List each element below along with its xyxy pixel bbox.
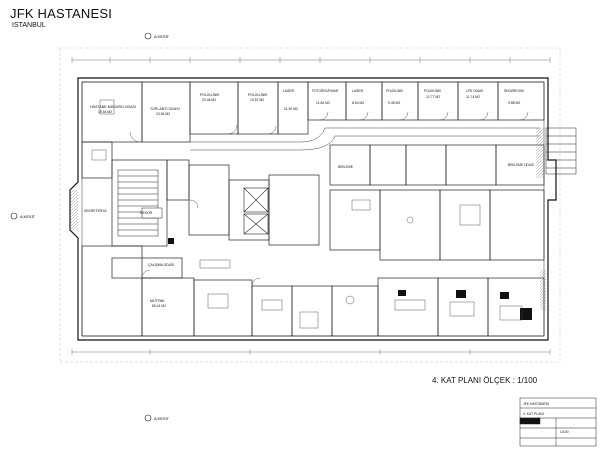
section-mark-bottom-label: A KESIT bbox=[154, 416, 170, 421]
equipment-dark bbox=[168, 238, 532, 320]
section-mark-top: A KESIT bbox=[144, 32, 170, 40]
section-mark-bottom: A KESIT bbox=[144, 414, 170, 422]
room-label: BEKLEME ODASI bbox=[508, 163, 534, 167]
room-area: 8.60 M2 bbox=[352, 101, 364, 105]
page-title: JFK HASTANESI bbox=[10, 6, 113, 21]
middle-room-walls bbox=[81, 141, 545, 261]
dimension-line-bottom bbox=[71, 349, 551, 355]
lower-room-walls bbox=[81, 245, 545, 337]
room-label: TOPLANTI ODASI bbox=[150, 107, 180, 111]
room-label: LASER bbox=[283, 89, 295, 93]
room-label: SEKRETERYA bbox=[84, 209, 107, 213]
room-area: 12.77 M2 bbox=[426, 95, 440, 99]
section-mark-left-label: A KESIT bbox=[20, 214, 36, 219]
section-mark-left: A KESIT bbox=[10, 212, 36, 220]
page-subtitle: ISTANBUL bbox=[12, 22, 46, 29]
room-area: 9.45 M2 bbox=[388, 101, 400, 105]
room-area: 19.57 M2 bbox=[250, 98, 264, 102]
door-swings bbox=[129, 111, 529, 287]
side-stair bbox=[545, 127, 577, 175]
room-label: ÇALIŞMA ODASI bbox=[148, 263, 174, 267]
room-label: FOTOĞRAFHANE bbox=[312, 88, 339, 93]
grid-lines bbox=[59, 47, 561, 363]
title-block-project: JFK HASTANESI bbox=[523, 402, 549, 406]
room-area: 11.90 M2 bbox=[284, 107, 298, 111]
room-area: 89.41 M2 bbox=[152, 304, 166, 308]
room-label: POLİKLİNİK bbox=[248, 92, 268, 97]
elevator-shafts bbox=[243, 187, 269, 235]
room-label: DEKOR bbox=[140, 211, 153, 215]
room-area: 23.84 M2 bbox=[156, 112, 170, 116]
hatched-areas bbox=[70, 128, 546, 310]
title-block-scale: 1/100 bbox=[560, 430, 569, 434]
room-label: SHOWROOM bbox=[504, 89, 524, 93]
room-area: 19.54 M2 bbox=[98, 110, 112, 114]
room-label: POLİKLİNİK bbox=[200, 92, 220, 97]
room-label: LPD ODASI bbox=[466, 89, 483, 93]
room-label: BEKLEME bbox=[338, 165, 353, 169]
room-label: LASER bbox=[352, 89, 364, 93]
room-area: 20.46 M2 bbox=[202, 98, 216, 102]
section-mark-top-label: A KESIT bbox=[154, 34, 170, 39]
title-block bbox=[519, 397, 597, 447]
room-label: MUTFAK bbox=[150, 299, 165, 303]
room-label: HASTANE MÜDÜRÜ ODASI bbox=[90, 105, 136, 109]
room-area: 11.74 M2 bbox=[466, 95, 480, 99]
room-area: 9.88 M2 bbox=[508, 101, 520, 105]
title-block-text: JFK HASTANESI 4. KAT PLANI 1/100 bbox=[523, 402, 569, 434]
dimension-line-top bbox=[71, 57, 551, 63]
room-label: POLİKLİNİK bbox=[424, 88, 442, 93]
room-area: 11.84 M2 bbox=[316, 101, 330, 105]
corridor bbox=[190, 127, 540, 151]
title-block-drawing: 4. KAT PLANI bbox=[523, 412, 544, 416]
room-label: POLİKLİNİK bbox=[386, 88, 404, 93]
room-labels: HASTANE MÜDÜRÜ ODASI 19.54 M2 TOPLANTI O… bbox=[84, 88, 534, 308]
scale-label: 4. KAT PLANI ÖLÇEK : 1/100 bbox=[432, 376, 538, 385]
stair-core bbox=[117, 169, 163, 237]
furniture bbox=[91, 99, 523, 329]
